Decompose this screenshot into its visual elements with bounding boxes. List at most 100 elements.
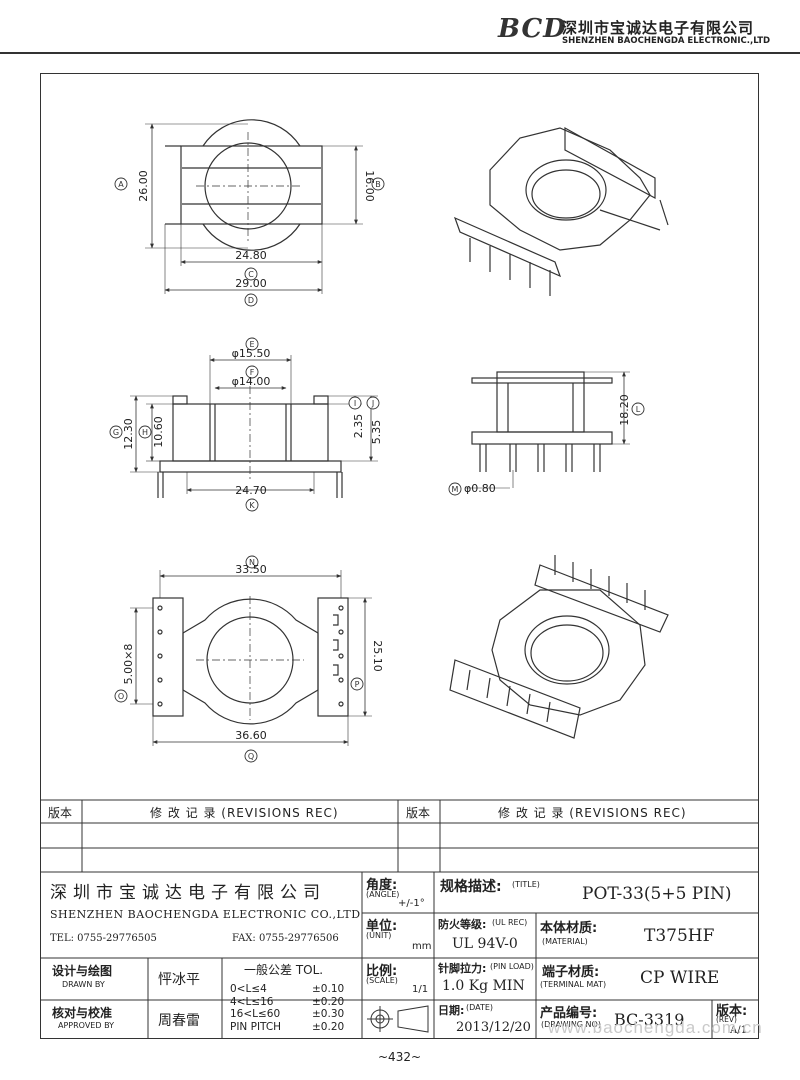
header-company-en: SHENZHEN BAOCHENGDA ELECTRONIC.,LTD [562, 36, 771, 46]
dim-p: 25.10 [371, 640, 384, 672]
drawn-label-en: DRAWN BY [62, 980, 105, 989]
unit-val: mm [412, 941, 432, 952]
drawn-label: 设计与绘图 [52, 964, 113, 978]
drawn-name: 怦冰平 [158, 972, 200, 988]
header-company-cn: 深圳市宝诚达电子有限公司 [562, 19, 755, 37]
tag-a: A [118, 180, 124, 189]
angle-val: +/-1° [398, 898, 425, 909]
angle-label: 角度: [366, 878, 398, 893]
rev-col-ver-right: 版本 [406, 806, 431, 820]
dim-g: 12.30 [122, 418, 135, 450]
drawing-frame [40, 73, 759, 1039]
dim-j: 5.35 [370, 420, 383, 445]
pinload-label-en: (PIN LOAD) [490, 962, 534, 971]
drawno-val: BC-3319 [614, 1010, 685, 1029]
bottom-view [130, 570, 372, 746]
rev-label: 版本: [716, 1004, 748, 1019]
tol-row: 16<L≤60±0.30 [230, 1008, 345, 1020]
tol-row: 4<L≤16±0.20 [230, 995, 345, 1008]
approved-label: 核对与校准 [52, 1006, 113, 1020]
date-val: 2013/12/20 [456, 1020, 531, 1035]
approved-name: 周春雷 [158, 1013, 200, 1029]
tb-tel: TEL: 0755-29776505 [50, 933, 157, 944]
projection-symbol [367, 1005, 429, 1033]
scale-val: 1/1 [412, 984, 429, 995]
material-val: T375HF [644, 926, 715, 946]
unit-label: 单位: [366, 919, 398, 934]
dim-h: 10.60 [152, 416, 165, 448]
tag-k: K [249, 501, 255, 510]
terminal-label: 端子材质: [542, 965, 600, 980]
tag-q: Q [248, 752, 254, 761]
title-val: POT-33(5+5 PIN) [582, 884, 732, 904]
ul-val: UL 94V-0 [452, 936, 518, 952]
terminal-val: CP WIRE [640, 968, 720, 988]
header-rule [0, 52, 800, 54]
ul-label-en: (UL REC) [492, 918, 528, 927]
tag-c: C [248, 270, 254, 279]
tag-b: B [375, 180, 381, 189]
tag-j: J [371, 399, 374, 408]
dim-n: 33.50 [235, 563, 267, 576]
approved-label-en: APPROVED BY [58, 1021, 115, 1030]
rev-label-en: (REV) [716, 1015, 737, 1024]
tag-p: P [355, 680, 360, 689]
material-label: 本体材质: [540, 921, 598, 936]
iso-view-top [453, 126, 669, 296]
drawno-label: 产品编号: [540, 1006, 598, 1021]
angle-label-en: (ANGLE) [366, 890, 400, 899]
dim-l: 18.20 [618, 394, 631, 426]
dim-m: φ0.80 [464, 482, 496, 495]
side-view [130, 355, 378, 498]
tol-title: 一般公差 TOL. [244, 963, 324, 977]
iso-view-bottom [449, 555, 669, 739]
terminal-label-en: (TERMINAL MAT) [540, 980, 607, 989]
date-label: 日期: [438, 1004, 465, 1017]
tag-f: F [250, 368, 255, 377]
rev-col-ver-left: 版本 [48, 806, 73, 820]
ul-label: 防火等级: [438, 918, 487, 931]
dim-d: 29.00 [235, 277, 267, 290]
dim-e: φ15.50 [232, 347, 271, 360]
tag-o: O [118, 692, 124, 701]
title-label-en: (TITLE) [512, 880, 540, 889]
rev-col-rec-left: 修 改 记 录 (REVISIONS REC) [150, 806, 339, 820]
dim-k: 24.70 [235, 484, 267, 497]
rev-col-rec-right: 修 改 记 录 (REVISIONS REC) [498, 806, 687, 820]
tol-row: PIN PITCH±0.20 [230, 1020, 345, 1033]
company-logo: BCD [498, 14, 567, 44]
scale-label: 比例: [366, 964, 398, 979]
date-label-en: (DATE) [466, 1003, 494, 1012]
tol-table: 0<L≤4±0.10 4<L≤16±0.20 16<L≤60±0.30 PIN … [230, 983, 344, 1033]
top-view [145, 119, 363, 294]
tag-i: I [354, 399, 356, 408]
tb-company-en: SHENZHEN BAOCHENGDA ELECTRONIC CO.,LTD [50, 908, 361, 921]
pinload-val: 1.0 Kg MIN [442, 978, 525, 994]
pinload-label: 针脚拉力: [438, 962, 487, 975]
unit-label-en: (UNIT) [366, 931, 392, 940]
tag-e: E [249, 340, 254, 349]
tag-h: H [142, 428, 148, 437]
dim-a: 26.00 [137, 170, 150, 202]
front-view [466, 371, 630, 489]
tag-n: N [249, 558, 255, 567]
tag-g: G [113, 428, 119, 437]
watermark: www.baochengda.com.cn [548, 1018, 763, 1037]
tag-m: M [452, 485, 459, 494]
title-label: 规格描述: [440, 879, 502, 895]
tag-d: D [248, 296, 254, 305]
tb-fax: FAX: 0755-29776506 [232, 933, 339, 944]
drawno-label-en: (DRAWING NO) [541, 1020, 601, 1029]
page-number: ~432~ [378, 1050, 422, 1064]
material-label-en: (MATERIAL) [542, 937, 588, 946]
rev-val: A/1 [730, 1025, 747, 1036]
dim-f: φ14.00 [232, 375, 271, 388]
scale-label-en: (SCALE) [366, 976, 398, 985]
dim-q: 36.60 [235, 729, 267, 742]
tol-row: 0<L≤4±0.10 [230, 983, 345, 995]
dim-o: 5.00×8 [122, 644, 135, 685]
dim-b: 16.00 [363, 170, 376, 202]
title-block-grid [40, 799, 759, 1038]
dim-i: 2.35 [352, 414, 365, 439]
